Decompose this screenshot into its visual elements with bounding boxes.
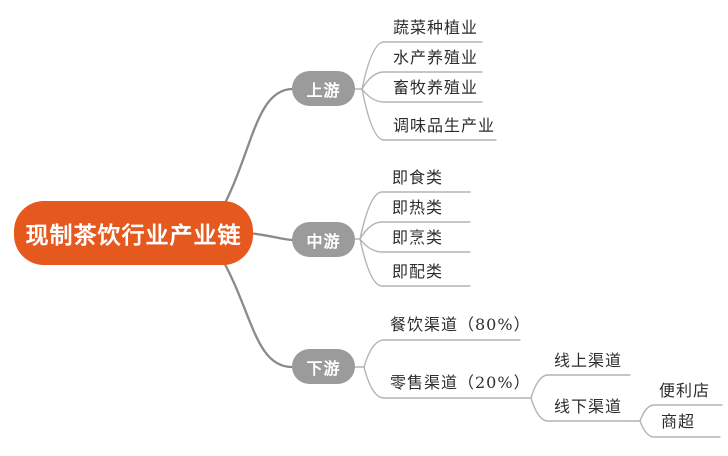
- leaf-vegetable-farming[interactable]: 蔬菜种植业: [393, 18, 479, 37]
- node-upstream-label: 上游: [306, 80, 341, 100]
- node-downstream[interactable]: 下游: [292, 349, 355, 384]
- leaf-ready-to-eat[interactable]: 即食类: [392, 168, 444, 187]
- leaf-ready-to-mix[interactable]: 即配类: [392, 262, 444, 281]
- leaf-convenience-store[interactable]: 便利店: [659, 381, 711, 400]
- leaf-catering-channel[interactable]: 餐饮渠道（80%）: [390, 315, 531, 334]
- root-node[interactable]: 现制茶饮行业产业链: [14, 201, 253, 265]
- leaf-ready-to-heat[interactable]: 即热类: [392, 198, 444, 217]
- leaf-livestock-farming[interactable]: 畜牧养殖业: [393, 78, 479, 97]
- link-root-upstream: [216, 87, 294, 218]
- leaf-aquaculture[interactable]: 水产养殖业: [393, 48, 479, 67]
- leaf-condiment-production[interactable]: 调味品生产业: [393, 116, 496, 135]
- node-downstream-label: 下游: [306, 358, 341, 378]
- leaf-online-channel[interactable]: 线上渠道: [554, 351, 623, 370]
- leaf-ready-to-cook[interactable]: 即烹类: [392, 228, 444, 247]
- link-root-downstream: [216, 250, 294, 369]
- node-midstream[interactable]: 中游: [292, 222, 355, 257]
- leaf-offline-channel[interactable]: 线下渠道: [554, 397, 623, 416]
- node-midstream-label: 中游: [306, 231, 341, 251]
- leaf-supermarket[interactable]: 商超: [661, 412, 696, 431]
- node-upstream[interactable]: 上游: [292, 71, 355, 106]
- root-node-label: 现制茶饮行业产业链: [25, 222, 242, 249]
- leaf-retail-channel[interactable]: 零售渠道（20%）: [390, 373, 531, 392]
